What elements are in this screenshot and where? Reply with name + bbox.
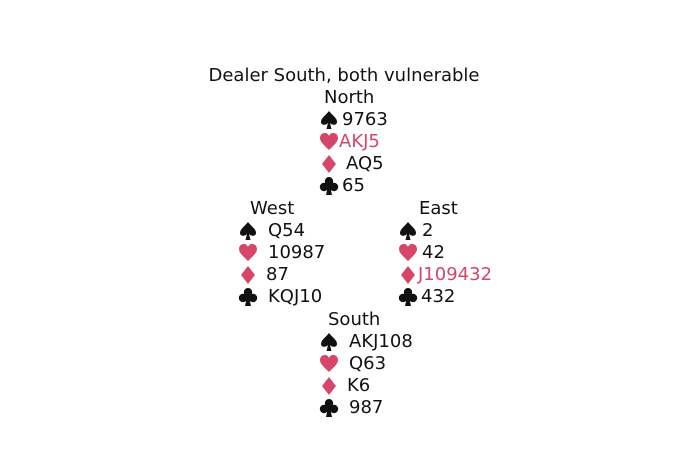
south-spades-cards: AKJ108 [349, 331, 413, 352]
club-icon [238, 287, 258, 307]
seat-name-west: West [250, 198, 295, 219]
seat-name-south: South [328, 309, 381, 330]
south-spades-row: AKJ108 [319, 331, 413, 353]
north-spades-cards: 9763 [342, 109, 388, 130]
south-hearts-cards: Q63 [349, 353, 387, 374]
heart-icon [238, 243, 258, 263]
west-spades-row: Q54 [238, 220, 325, 242]
heart-icon [319, 132, 339, 152]
west-clubs-row: KQJ10 [238, 286, 325, 308]
club-icon [319, 176, 339, 196]
north-diamonds-row: AQ5 [319, 153, 388, 175]
club-icon [398, 287, 418, 307]
diamond-icon [319, 154, 339, 174]
diamond-icon [238, 265, 258, 285]
west-clubs-cards: KQJ10 [268, 286, 323, 307]
seat-name-north: North [324, 87, 375, 108]
east-hearts-row: 42 [398, 242, 492, 264]
south-diamonds-cards: K6 [347, 375, 371, 396]
north-clubs-cards: 65 [342, 175, 365, 196]
north-spades-row: 9763 [319, 109, 388, 131]
diamond-icon [319, 376, 339, 396]
deal-caption: Dealer South, both vulnerable [208, 65, 480, 86]
north-hearts-cards: AKJ5 [339, 131, 380, 152]
heart-icon [398, 243, 418, 263]
spade-icon [319, 110, 339, 130]
west-spades-cards: Q54 [268, 220, 306, 241]
south-diamonds-row: K6 [319, 375, 413, 397]
spade-icon [398, 221, 418, 241]
south-clubs-row: 987 [319, 397, 413, 419]
spade-icon [319, 332, 339, 352]
north-clubs-row: 65 [319, 175, 388, 197]
spade-icon [238, 221, 258, 241]
east-spades-cards: 2 [422, 220, 434, 241]
west-diamonds-cards: 87 [266, 264, 289, 285]
west-diamonds-row: 87 [238, 264, 325, 286]
west-hearts-cards: 10987 [268, 242, 326, 263]
east-hand: East 2 42 J109432 432 [398, 198, 492, 308]
south-clubs-cards: 987 [349, 397, 384, 418]
east-clubs-row: 432 [398, 286, 492, 308]
south-hand: South AKJ108 Q63 K6 987 [319, 309, 413, 419]
west-hand: West Q54 10987 87 KQJ10 [238, 198, 325, 308]
diamond-icon [398, 265, 418, 285]
west-hearts-row: 10987 [238, 242, 325, 264]
east-spades-row: 2 [398, 220, 492, 242]
south-hearts-row: Q63 [319, 353, 413, 375]
north-hearts-row: AKJ5 [319, 131, 388, 153]
east-hearts-cards: 42 [422, 242, 445, 263]
club-icon [319, 398, 339, 418]
east-diamonds-row: J109432 [398, 264, 492, 286]
heart-icon [319, 354, 339, 374]
north-hand: North 9763 AKJ5 AQ5 65 [319, 87, 388, 197]
north-diamonds-cards: AQ5 [346, 153, 384, 174]
east-diamonds-cards: J109432 [418, 264, 493, 285]
seat-name-east: East [419, 198, 458, 219]
east-clubs-cards: 432 [421, 286, 456, 307]
